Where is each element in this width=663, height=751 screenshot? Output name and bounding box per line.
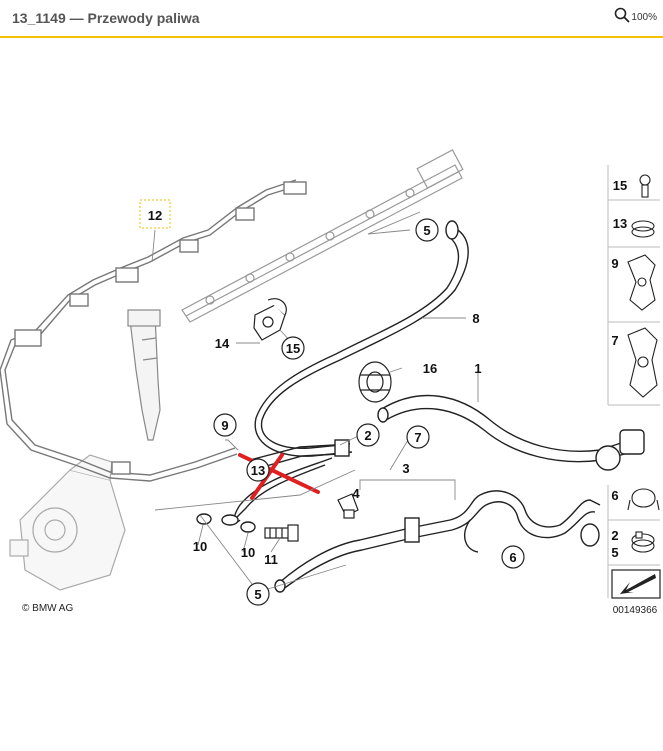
- legend-label-2: 2: [611, 528, 618, 543]
- zoom-control[interactable]: 100%: [614, 7, 657, 28]
- svg-text:12: 12: [148, 208, 162, 223]
- callout-5-top: 5: [415, 218, 439, 242]
- callout-7-main: 7: [406, 425, 430, 449]
- leader-lines: [151, 211, 479, 593]
- legend-label-7: 7: [611, 333, 618, 348]
- leak-off-line: [0, 179, 307, 482]
- hose-1: [377, 394, 645, 471]
- injector: [127, 309, 161, 441]
- svg-text:9: 9: [221, 418, 228, 433]
- high-pressure-pump: [9, 454, 126, 591]
- svg-text:6: 6: [509, 550, 516, 565]
- banjo-bolt: [264, 524, 299, 542]
- parts-legend: 15 13 9 7 6 2 5: [607, 165, 661, 599]
- clip-9-icon: [627, 254, 656, 311]
- zoom-level: 100%: [631, 12, 657, 23]
- svg-text:2: 2: [364, 428, 371, 443]
- magnifier-icon: [614, 7, 631, 28]
- svg-text:13: 13: [251, 463, 265, 478]
- parts-diagram: 12 5 8 14 15 16 1 9 2 7 13 3 4 10: [0, 40, 663, 746]
- legend-label-9: 9: [611, 256, 618, 271]
- legend-label-6: 6: [611, 488, 618, 503]
- callout-2-main: 2: [356, 423, 380, 447]
- svg-text:1: 1: [474, 361, 481, 376]
- hose-clamp-icon: [631, 220, 655, 238]
- svg-text:14: 14: [215, 336, 230, 351]
- orientation-arrow-icon: [611, 569, 661, 599]
- svg-text:15: 15: [286, 341, 300, 356]
- clamp-2-5-icon: [631, 531, 655, 553]
- callout-8: 8: [472, 311, 479, 326]
- hose-3-and-6: [274, 490, 601, 593]
- page-title: 13_1149 — Przewody paliwa: [12, 10, 200, 26]
- callout-6: 6: [501, 545, 525, 569]
- svg-text:8: 8: [472, 311, 479, 326]
- callout-1: 1: [474, 361, 481, 376]
- svg-text:5: 5: [254, 587, 261, 602]
- svg-text:10: 10: [193, 539, 207, 554]
- legend-label-15: 15: [613, 178, 627, 193]
- clip-7-icon: [627, 327, 658, 398]
- svg-text:3: 3: [402, 461, 409, 476]
- callout-3: 3: [402, 461, 409, 476]
- callout-11: 11: [264, 552, 278, 567]
- callout-4: 4: [352, 486, 360, 501]
- hose-8: [254, 220, 469, 457]
- copyright-label: © BMW AG: [22, 603, 73, 614]
- svg-text:11: 11: [264, 552, 278, 567]
- callout-16: 16: [423, 361, 437, 376]
- svg-text:7: 7: [414, 430, 421, 445]
- callout-5-bottom: 5: [246, 582, 270, 606]
- callout-10-right: 10: [241, 545, 255, 560]
- svg-text:10: 10: [241, 545, 255, 560]
- grommet-16: [358, 361, 392, 403]
- legend-label-5: 5: [611, 545, 618, 560]
- clamp-6-icon: [627, 488, 660, 511]
- seal-rings: [196, 513, 256, 533]
- figure-number: 00149366: [613, 605, 658, 616]
- fuel-rail: [181, 149, 464, 323]
- callout-14: 14: [215, 336, 230, 351]
- legend-label-13: 13: [613, 216, 627, 231]
- svg-text:4: 4: [352, 486, 360, 501]
- hose-2: [221, 439, 350, 526]
- sensor-4: [337, 493, 359, 519]
- callout-10-left: 10: [193, 539, 207, 554]
- header-bar: 13_1149 — Przewody paliwa 100%: [0, 0, 663, 38]
- clip-14-15: [253, 298, 287, 341]
- callout-13-crossed: 13: [246, 458, 270, 482]
- bolt-icon: [639, 174, 651, 198]
- svg-text:16: 16: [423, 361, 437, 376]
- callout-15-main: 15: [281, 336, 305, 360]
- callout-9-main: 9: [213, 413, 237, 437]
- svg-text:5: 5: [423, 223, 430, 238]
- callout-12: 12: [139, 199, 171, 229]
